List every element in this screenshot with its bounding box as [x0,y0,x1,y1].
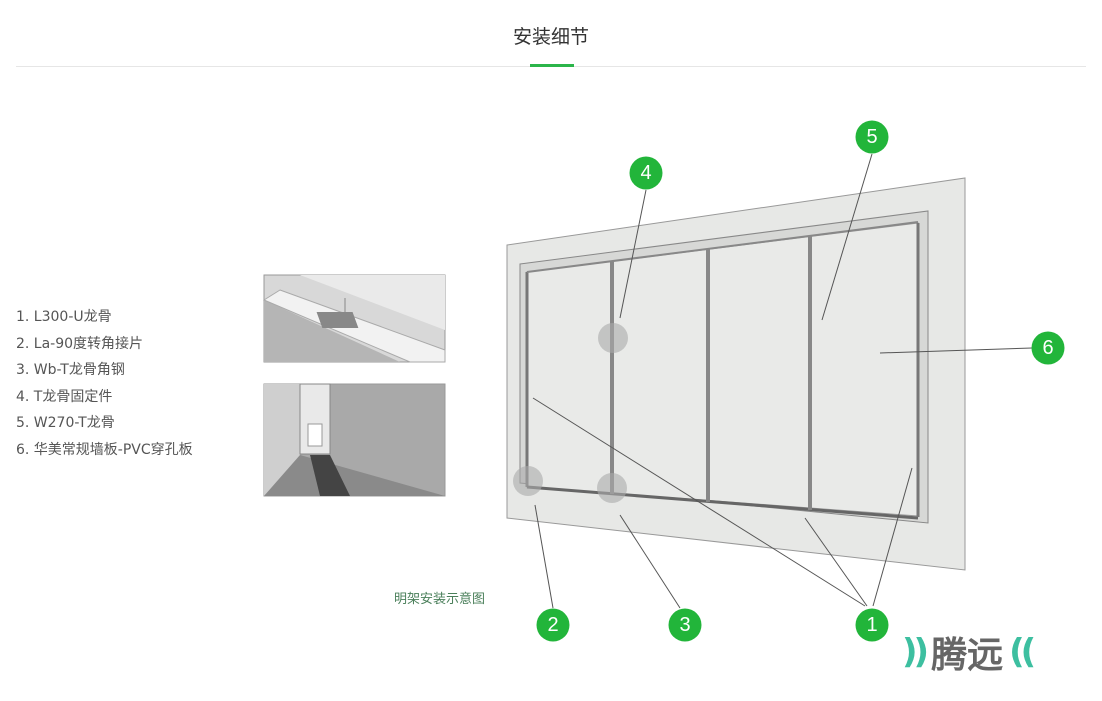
brand-logo: )) 腾远 (( [902,630,1036,676]
marker-3: 3 [668,608,702,642]
marker-2: 2 [536,608,570,642]
svg-text:1: 1 [866,614,877,636]
logo-mark-right: (( [1009,632,1036,672]
legend-item: 2. La-90度转角接片 [16,335,144,352]
legend-item: 1. L300-U龙骨 [16,309,112,325]
highlight-spot [598,323,628,353]
parts-legend: 1. L300-U龙骨 2. La-90度转角接片 3. Wb-T龙骨角钢 4.… [16,304,193,463]
detail-thumbnail-top [262,274,446,363]
logo-text: 腾远 [931,635,1004,676]
highlight-spot [513,466,543,496]
svg-text:4: 4 [640,162,651,184]
svg-text:6: 6 [1042,337,1053,359]
legend-item: 5. W270-T龙骨 [16,415,115,431]
legend-item: 4. T龙骨固定件 [16,388,113,405]
marker-5: 5 [855,120,889,154]
marker-1: 1 [855,608,889,642]
svg-text:2: 2 [547,614,558,636]
legend-item: 6. 华美常规墙板-PVC穿孔板 [16,441,193,458]
page-title: 安装细节 [512,26,589,48]
highlight-spot [597,473,627,503]
diagram-caption: 明架安装示意图 [394,592,486,607]
marker-4: 4 [629,156,663,190]
svg-text:5: 5 [866,126,877,148]
legend-item: 3. Wb-T龙骨角钢 [16,362,125,378]
detail-thumbnail-bottom [263,383,446,497]
logo-mark-left: )) [902,632,929,672]
svg-text:3: 3 [679,614,690,636]
leader-lines [532,153,1033,609]
title-underline [530,64,574,67]
marker-6: 6 [1031,331,1065,365]
